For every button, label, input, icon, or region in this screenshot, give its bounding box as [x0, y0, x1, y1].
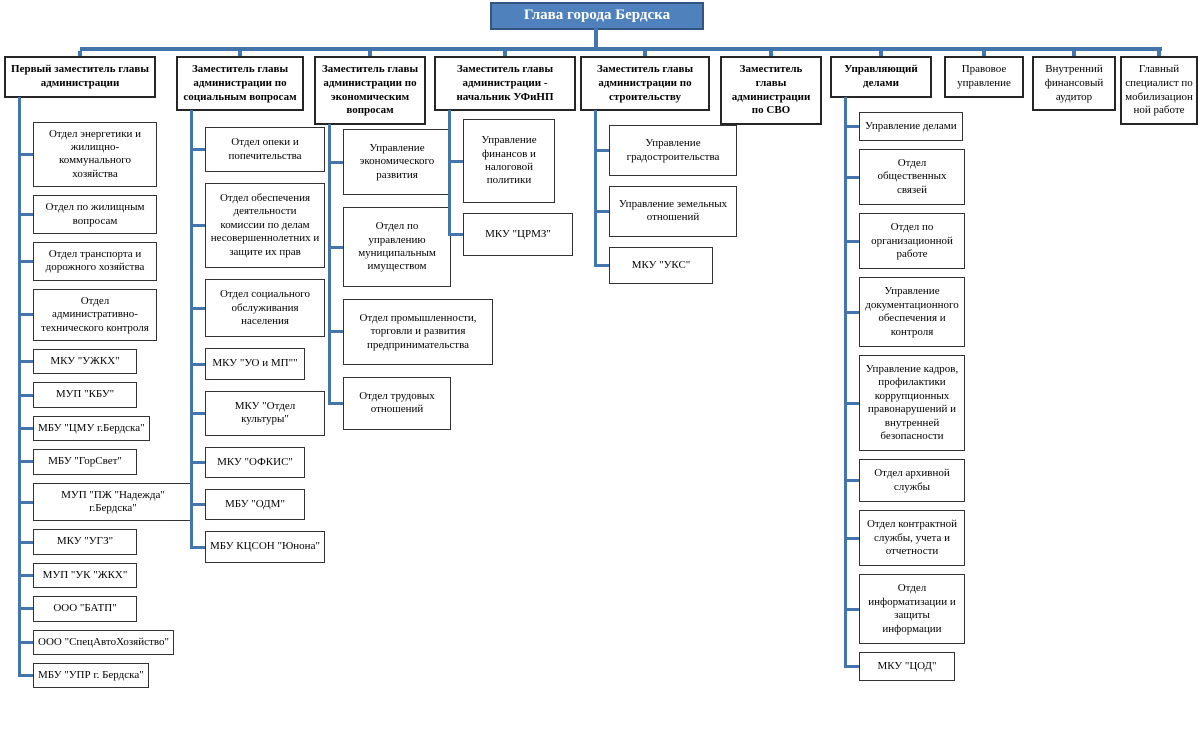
- org-unit-header: Заместитель главы администрации по строи…: [580, 56, 710, 112]
- org-column: Внутренний финансовый аудитор: [1032, 51, 1116, 112]
- chart-root-title: Глава города Бердска: [490, 2, 704, 30]
- org-unit-box: МБУ "УПР г. Бердска": [20, 663, 149, 689]
- org-column: Заместитель главы администрации по социа…: [176, 51, 325, 563]
- org-unit-box: Отдел административно-технического контр…: [20, 288, 157, 341]
- org-unit-box: МКУ "УКС": [596, 246, 713, 285]
- org-unit-box: Управление кадров, профилактики коррупци…: [846, 354, 965, 452]
- org-unit-box: МКУ "ЦОД": [846, 652, 955, 682]
- connector-header-stub: [78, 51, 82, 56]
- org-unit-box: Отдел транспорта и дорожного хозяйства: [20, 241, 157, 281]
- org-unit-box: Отдел опеки и попечительства: [192, 127, 325, 173]
- org-unit-header: Заместитель главы администрации - началь…: [434, 56, 576, 112]
- connector-title-stub: [594, 27, 598, 48]
- org-unit-box: МУП "УК "ЖКХ": [20, 562, 137, 589]
- org-column: Заместитель главы администрации - началь…: [434, 51, 576, 257]
- org-unit-header: Заместитель главы администрации по эконо…: [314, 56, 426, 125]
- connector-header-stub: [982, 51, 986, 56]
- org-unit-box: МБУ "ОДМ": [192, 488, 305, 521]
- connector-header-stub: [643, 51, 647, 56]
- org-unit-box: Отдел контрактной службы, учета и отчетн…: [846, 510, 965, 567]
- connector-column-line: [844, 96, 847, 669]
- connector-column-line: [18, 96, 21, 678]
- connector-column-line: [594, 110, 597, 268]
- org-unit-box: МКУ "УЖКХ": [20, 348, 137, 375]
- org-unit-box: МКУ "УГЗ": [20, 529, 137, 555]
- org-unit-box: МКУ "Отдел культуры": [192, 390, 325, 436]
- org-unit-header: Заместитель главы администрации по СВО: [720, 56, 822, 125]
- connector-header-stub: [769, 51, 773, 56]
- org-column: Главный специалист по мобилизационной ра…: [1120, 51, 1198, 125]
- org-unit-box: Отдел информатизации и защиты информации: [846, 574, 965, 645]
- org-column: Правовое управление: [944, 51, 1024, 98]
- org-unit-header: Внутренний финансовый аудитор: [1032, 56, 1116, 112]
- connector-main-horizontal: [80, 47, 1162, 51]
- org-unit-header: Главный специалист по мобилизационной ра…: [1120, 56, 1198, 125]
- connector-column-line: [190, 110, 193, 549]
- connector-column-line: [328, 124, 331, 405]
- org-unit-box: МКУ "УО и МП"": [192, 348, 305, 380]
- org-unit-box: МКУ "ЦРМЗ": [450, 212, 573, 257]
- connector-header-stub: [1072, 51, 1076, 56]
- connector-header-stub: [1157, 51, 1161, 56]
- org-unit-box: Отдел по жилищным вопросам: [20, 195, 157, 234]
- org-column: Заместитель главы администрации по строи…: [580, 51, 737, 285]
- connector-header-stub: [503, 51, 507, 56]
- org-unit-box: Отдел трудовых отношений: [330, 377, 451, 430]
- org-column-children: Управление финансов и налоговой политики…: [434, 119, 576, 257]
- org-unit-box: МКУ "ОФКИС": [192, 446, 305, 478]
- org-unit-header: Управляющий делами: [830, 56, 932, 98]
- org-unit-box: Управление земельных отношений: [596, 186, 737, 237]
- org-column: Заместитель главы администрации по СВО: [720, 51, 822, 125]
- connector-header-stub: [238, 51, 242, 56]
- org-unit-box: Управление документационного обеспечения…: [846, 277, 965, 347]
- org-column-children: Отдел энергетики и жилищно-коммунального…: [4, 121, 193, 689]
- org-unit-header: Заместитель главы администрации по социа…: [176, 56, 304, 112]
- org-unit-box: Управление финансов и налоговой политики: [450, 119, 555, 203]
- org-unit-box: Управление градостроительства: [596, 125, 737, 177]
- org-unit-box: Отдел социального обслуживания населения: [192, 279, 325, 338]
- org-unit-box: Отдел по организационной работе: [846, 213, 965, 270]
- org-unit-box: МУП "КБУ": [20, 382, 137, 408]
- org-unit-box: МБУ КЦСОН "Юнона": [192, 531, 325, 563]
- connector-column-line: [448, 110, 451, 237]
- connector-header-stub: [368, 51, 372, 56]
- org-unit-box: Отдел по управлению муниципальным имущес…: [330, 207, 451, 287]
- org-unit-box: МБУ "ГорСвет": [20, 449, 137, 475]
- org-unit-box: Отдел общественных связей: [846, 148, 965, 206]
- org-unit-box: Управление делами: [846, 111, 963, 141]
- org-unit-box: МБУ "ЦМУ г.Бердска": [20, 415, 150, 442]
- org-unit-box: Отдел энергетики и жилищно-коммунального…: [20, 121, 157, 188]
- org-unit-box: ООО "СпецАвтоХозяйство": [20, 629, 174, 656]
- org-unit-box: МУП "ПЖ "Надежда" г.Бердска": [20, 482, 193, 522]
- connector-header-stub: [879, 51, 883, 56]
- org-unit-box: Отдел промышленности, торговли и развити…: [330, 298, 493, 366]
- org-unit-box: Управление экономического развития: [330, 129, 451, 196]
- org-unit-header: Первый заместитель главы администрации: [4, 56, 156, 98]
- org-unit-box: ООО "БАТП": [20, 596, 137, 622]
- org-unit-box: Отдел обеспечения деятельности комиссии …: [192, 183, 325, 269]
- org-unit-header: Правовое управление: [944, 56, 1024, 98]
- org-column: Заместитель главы администрации по эконо…: [314, 51, 493, 430]
- org-unit-box: Отдел архивной службы: [846, 459, 965, 503]
